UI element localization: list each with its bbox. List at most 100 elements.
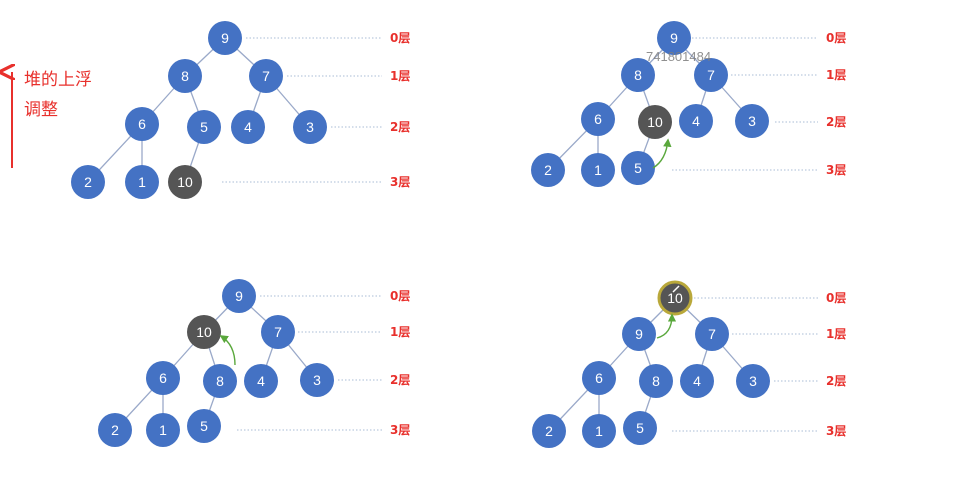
node-label: 10 (667, 290, 683, 306)
node-label: 10 (647, 114, 663, 130)
highlighted-node-circle (168, 165, 202, 199)
tree-node: 6 (146, 361, 180, 395)
node-label: 4 (257, 373, 265, 389)
node-circle (695, 317, 729, 351)
node-circle (639, 364, 673, 398)
tree-node: 9 (657, 21, 691, 55)
node-label: 4 (244, 119, 252, 135)
level-label: 1层 (390, 325, 410, 339)
node-label: 5 (634, 160, 642, 176)
tree-node: 7 (695, 317, 729, 351)
level-label: 1层 (826, 68, 846, 82)
node-label: 10 (196, 324, 212, 340)
node-label: 5 (200, 418, 208, 434)
level-label: 2层 (390, 120, 410, 134)
tree-node: 9 (622, 317, 656, 351)
node-circle (261, 315, 295, 349)
node-label: 7 (274, 324, 282, 340)
tree-node: 3 (300, 363, 334, 397)
title-block: 堆的上浮 调整 (12, 70, 92, 168)
tree-node: 10 (187, 315, 221, 349)
tree-node: 8 (203, 364, 237, 398)
node-circle (735, 104, 769, 138)
tree-node: 1 (581, 153, 615, 187)
node-label: 10 (177, 174, 193, 190)
node-label: 9 (670, 30, 678, 46)
node-label: 1 (159, 422, 167, 438)
title-line-1: 堆的上浮 (24, 70, 92, 90)
node-label: 1 (595, 423, 603, 439)
node-circle (736, 364, 770, 398)
level-label: 0层 (390, 289, 410, 303)
node-circle (582, 361, 616, 395)
node-circle (146, 413, 180, 447)
node-label: 3 (306, 119, 314, 135)
node-label: 7 (707, 67, 715, 83)
node-circle (679, 104, 713, 138)
level-label: 2层 (826, 115, 846, 129)
node-label: 1 (594, 162, 602, 178)
node-label: 2 (545, 423, 553, 439)
node-circle (581, 102, 615, 136)
node-label: 1 (138, 174, 146, 190)
node-label: 3 (748, 113, 756, 129)
node-circle (680, 364, 714, 398)
node-label: 5 (200, 119, 208, 135)
tree-node: 2 (531, 153, 565, 187)
node-circle (187, 409, 221, 443)
node-circle (531, 153, 565, 187)
highlighted-node-circle (658, 281, 692, 315)
node-label: 7 (262, 68, 270, 84)
node-label: 8 (181, 68, 189, 84)
node-label: 9 (635, 326, 643, 342)
tree-node: 2 (71, 165, 105, 199)
tree-node: 5 (187, 409, 221, 443)
tree-node: 2 (532, 414, 566, 448)
node-circle (694, 58, 728, 92)
watermark: 741801484 (646, 49, 711, 64)
tree-node: 7 (249, 59, 283, 93)
tree-node: 4 (680, 364, 714, 398)
node-label: 9 (235, 288, 243, 304)
tree-node: 10 (638, 105, 672, 139)
tree-node: 10 (168, 165, 202, 199)
tree-node: 6 (581, 102, 615, 136)
node-label: 6 (138, 116, 146, 132)
node-circle (621, 151, 655, 185)
node-label: 5 (636, 420, 644, 436)
level-label: 3层 (390, 175, 410, 189)
node-circle (582, 414, 616, 448)
level-label: 1层 (826, 327, 846, 341)
tree-node: 5 (187, 110, 221, 144)
node-circle (249, 59, 283, 93)
node-label: 2 (544, 162, 552, 178)
node-circle (222, 279, 256, 313)
node-label: 6 (594, 111, 602, 127)
node-label: 2 (111, 422, 119, 438)
node-circle (231, 110, 265, 144)
tree-node: 4 (679, 104, 713, 138)
tree-node: 3 (736, 364, 770, 398)
tree-node: 5 (623, 411, 657, 445)
node-label: 3 (313, 372, 321, 388)
tree-node: 3 (735, 104, 769, 138)
tree-node: 4 (231, 110, 265, 144)
tree-node: 6 (582, 361, 616, 395)
node-label: 8 (634, 67, 642, 83)
level-label: 2层 (826, 374, 846, 388)
tree-node: 9 (222, 279, 256, 313)
panel-1: 9 8 7 6 5 4 3 2 1 10 0层 1层 2层 3层 (71, 21, 410, 199)
tree-node: 7 (261, 315, 295, 349)
tree-node: 9 (208, 21, 242, 55)
node-circle (293, 110, 327, 144)
node-circle (125, 165, 159, 199)
tree-node: 7 (694, 58, 728, 92)
node-circle (581, 153, 615, 187)
level-label: 1层 (390, 69, 410, 83)
level-label: 0层 (390, 31, 410, 45)
node-label: 4 (693, 373, 701, 389)
node-circle (622, 317, 656, 351)
